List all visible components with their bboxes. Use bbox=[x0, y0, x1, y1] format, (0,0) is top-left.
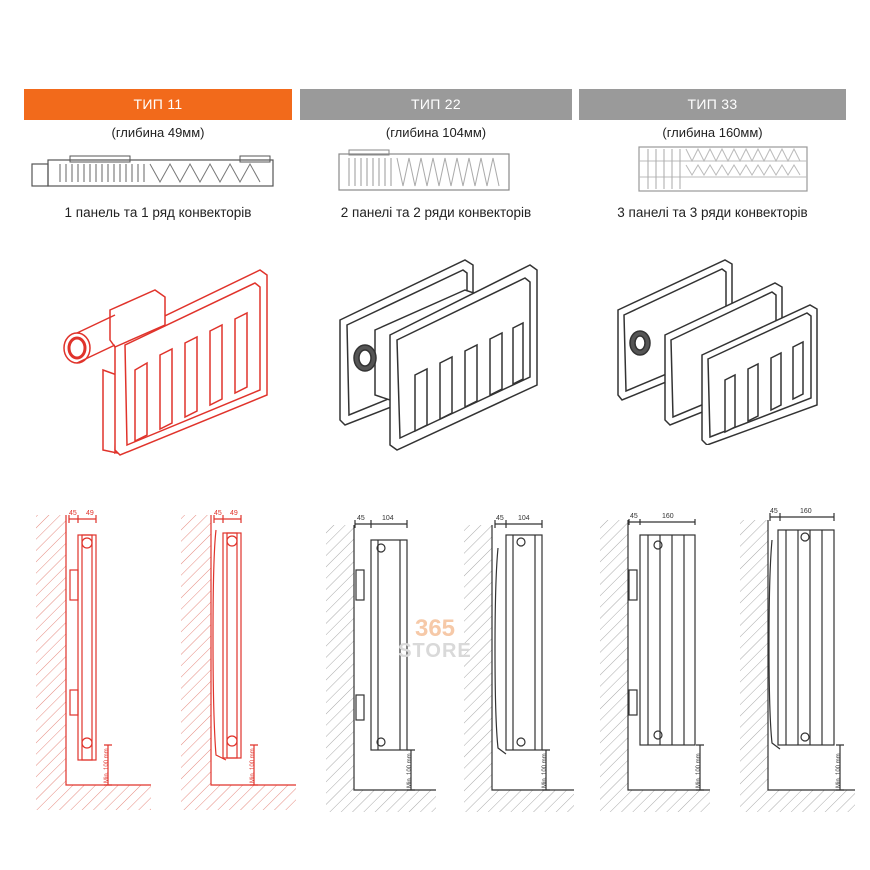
type-11-top-view bbox=[31, 155, 274, 187]
store-watermark: 365 STORE bbox=[385, 615, 485, 663]
type-33-gap-dim: 45 bbox=[630, 513, 638, 520]
type-11-header[interactable]: ТИП 11 bbox=[24, 89, 292, 120]
type-33-min-label: Min. 100 mm bbox=[696, 753, 702, 788]
type-33-top-view bbox=[638, 146, 808, 192]
type-22-gap-dim: 45 bbox=[357, 515, 365, 522]
type-33-depth-dim: 160 bbox=[662, 513, 674, 520]
type-33-section-drawings: 45 160 Min. 100 mm 45 160 Min. 100 mm bbox=[600, 508, 855, 812]
type-22-min-label: Min. 100 mm bbox=[407, 753, 413, 788]
type-11-depth: (глибина 49мм) bbox=[111, 125, 205, 140]
watermark-text: STORE bbox=[398, 640, 472, 662]
type-22-isometric-illustration bbox=[339, 259, 538, 451]
type-22-min-label-right: Min. 100 mm bbox=[542, 753, 548, 788]
type-22-description: 2 панелі та 2 ряди конвекторів bbox=[340, 205, 532, 220]
type-33-depth: (глибина 160мм) bbox=[662, 125, 763, 140]
type-33-depth-dim-right: 160 bbox=[800, 508, 812, 515]
type-33-header[interactable]: ТИП 33 bbox=[579, 89, 846, 120]
type-11-section-drawings: 45 49 Min. 100 mm 45 49 Min. 100 mm bbox=[36, 510, 296, 810]
type-11-gap-dim: 45 bbox=[69, 510, 77, 517]
type-33-gap-dim-right: 45 bbox=[770, 508, 778, 515]
type-33-min-label-right: Min. 100 mm bbox=[836, 753, 842, 788]
type-22-gap-dim-right: 45 bbox=[496, 515, 504, 522]
type-11-isometric-illustration bbox=[63, 269, 268, 456]
type-11-depth-dim: 49 bbox=[86, 510, 94, 517]
type-11-column: ТИП 11 (глибина 49мм) 1 панель та 1 ряд … bbox=[24, 89, 292, 220]
type-22-section-drawings: 45 104 Min. 100 mm 45 104 Min. 100 mm bbox=[326, 515, 574, 812]
type-33-description: 3 панелі та 3 ряди конвекторів bbox=[617, 205, 808, 220]
type-11-min-label-right: Min. 100 mm bbox=[250, 748, 256, 783]
type-33-column: ТИП 33 (глибина 160мм) 3 панелі та 3 ряд… bbox=[579, 89, 846, 220]
watermark-number: 365 bbox=[414, 615, 456, 642]
type-11-depth-dim-right: 49 bbox=[230, 510, 238, 517]
type-11-gap-dim-right: 45 bbox=[214, 510, 222, 517]
type-22-depth-dim-right: 104 bbox=[518, 515, 530, 522]
type-22-top-view bbox=[338, 149, 510, 191]
type-22-depth: (глибина 104мм) bbox=[385, 125, 487, 140]
type-33-isometric-illustration bbox=[617, 259, 818, 445]
type-11-min-label: Min. 100 mm bbox=[104, 748, 110, 783]
type-11-description: 1 панель та 1 ряд конвекторів bbox=[64, 205, 252, 220]
type-22-column: ТИП 22 (глибина 104мм) 2 панелі та 2 ряд… bbox=[300, 89, 572, 220]
type-22-depth-dim: 104 bbox=[382, 515, 394, 522]
type-22-header[interactable]: ТИП 22 bbox=[300, 89, 572, 120]
